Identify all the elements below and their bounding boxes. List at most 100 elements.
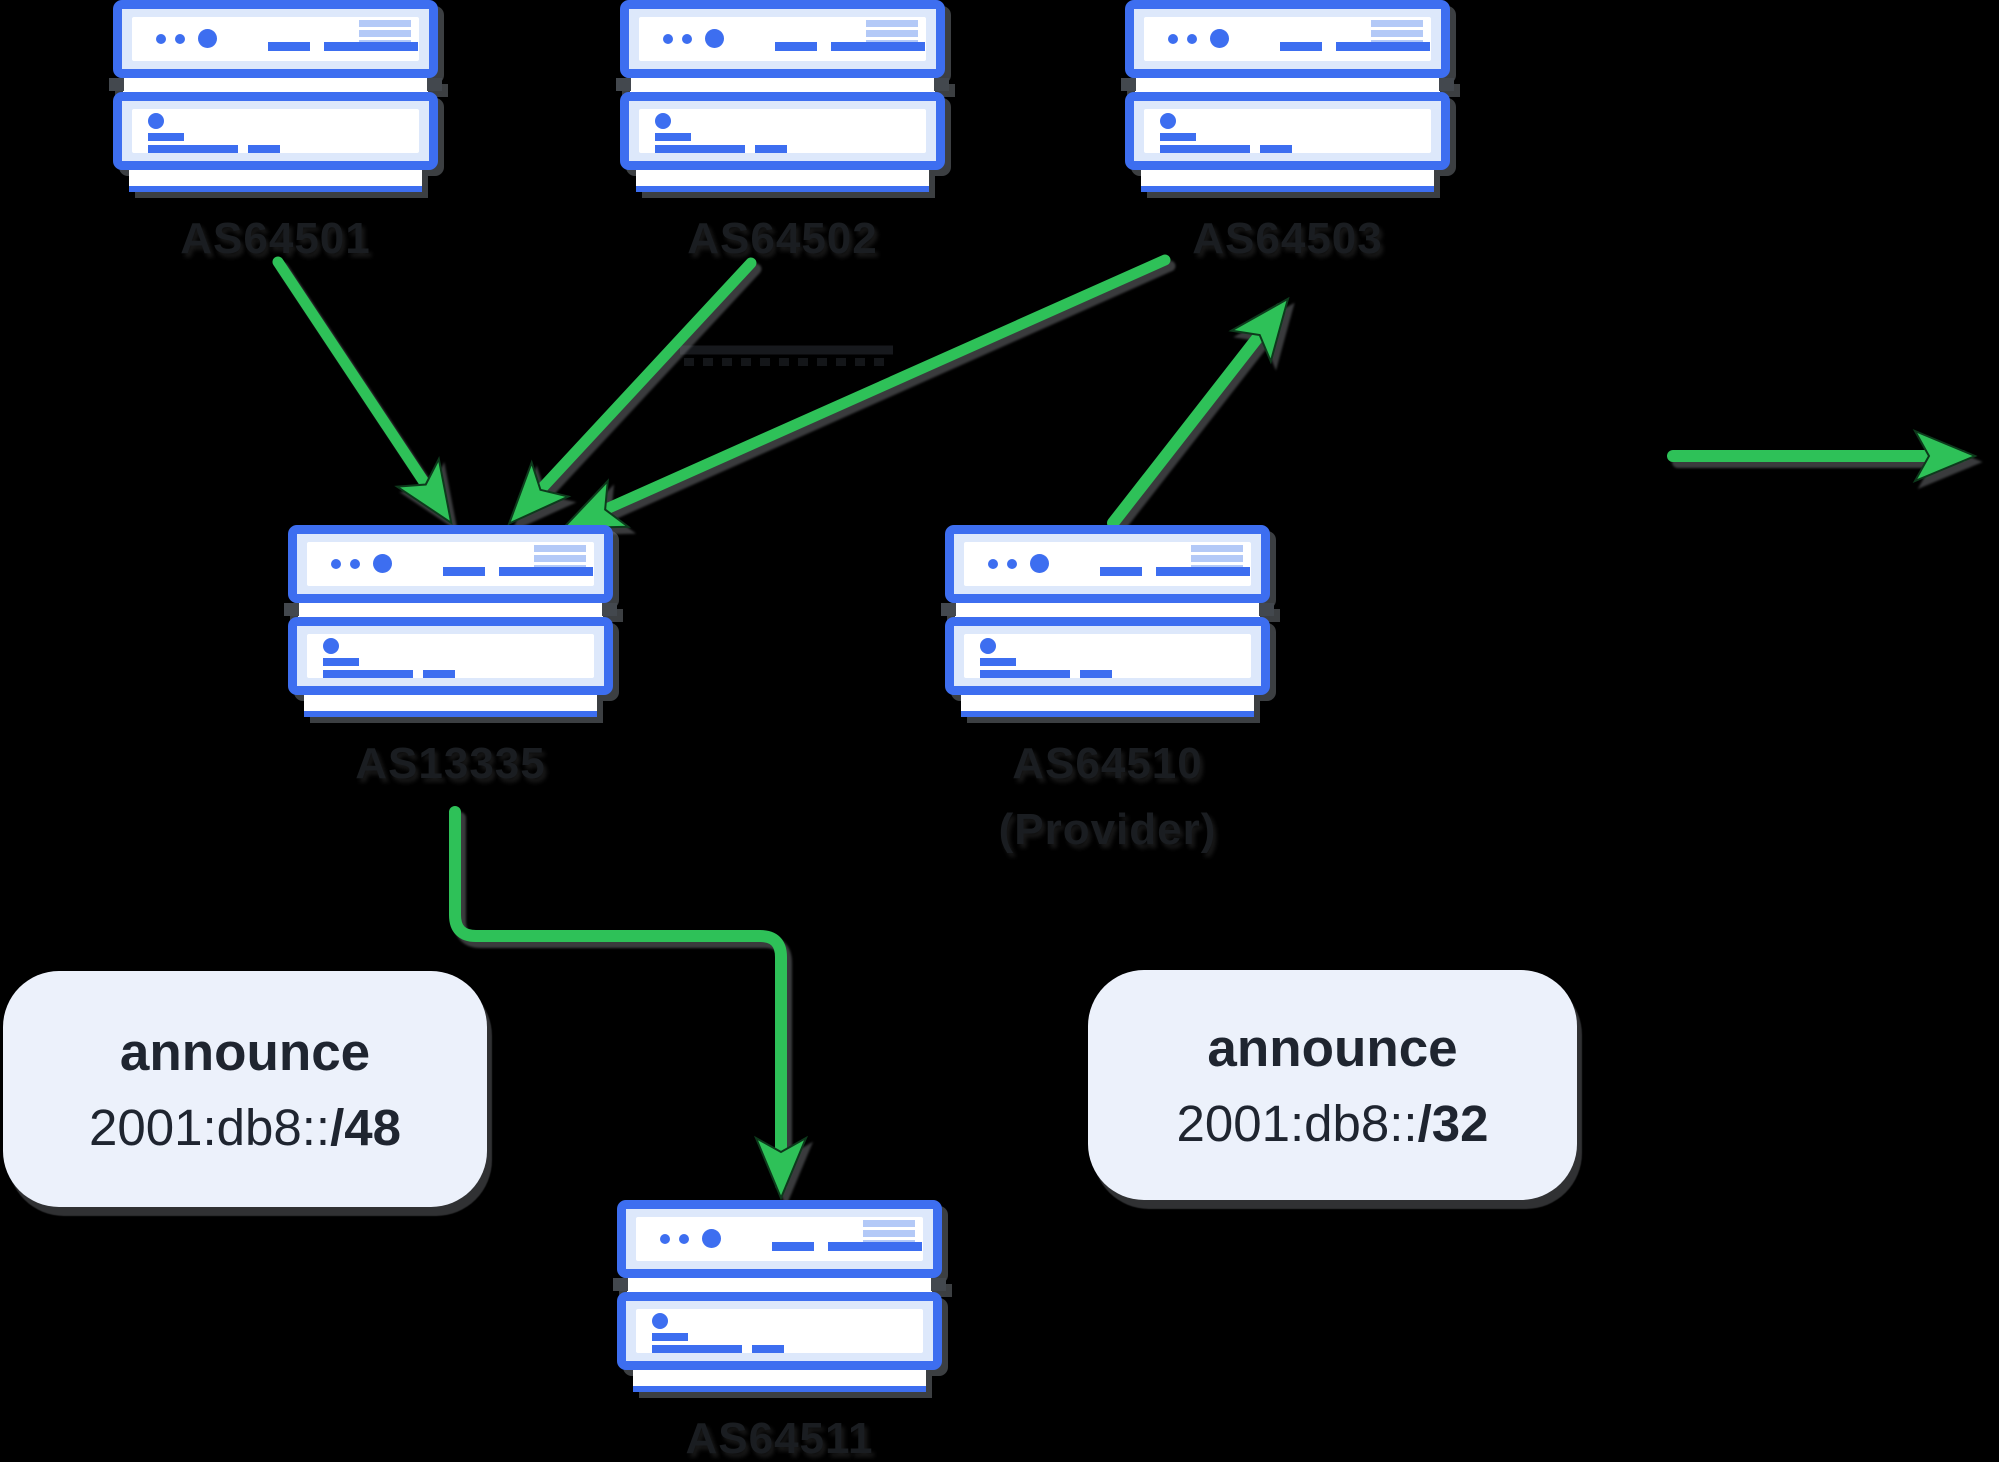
led-dot	[702, 1229, 721, 1248]
detail-bar	[752, 1345, 784, 1353]
router-faceplate	[132, 109, 419, 153]
router-icon	[941, 525, 1274, 717]
detail-bar	[1080, 670, 1112, 678]
router-bottom-unit	[945, 617, 1270, 695]
detail-bar	[324, 42, 418, 51]
node-as13335: AS13335	[284, 525, 617, 789]
detail-bar	[248, 145, 280, 153]
detail-bar	[772, 1242, 814, 1251]
router-bottom-unit	[113, 92, 438, 170]
arrow-as64501-to-as13335	[272, 256, 453, 525]
detail-bar	[443, 567, 485, 576]
led-dot	[331, 559, 341, 569]
led-dot	[373, 554, 392, 573]
router-top-unit	[288, 525, 613, 603]
vent-bar	[1191, 555, 1243, 562]
rack-base	[636, 170, 929, 192]
rack-base	[633, 1370, 926, 1392]
led-dot	[175, 34, 185, 44]
detail-bar	[1160, 133, 1196, 141]
detail-bar	[1160, 145, 1250, 153]
as-label: AS64510	[1012, 739, 1203, 788]
vent-bar	[1191, 545, 1243, 552]
router-faceplate	[1144, 109, 1431, 153]
node-as64502: AS64502	[616, 0, 949, 264]
router-top-unit	[620, 0, 945, 78]
led-dot	[1030, 554, 1049, 573]
detail-bar	[655, 145, 745, 153]
announce-title: announce	[119, 1022, 371, 1082]
router-icon	[1121, 0, 1454, 192]
detail-bar	[1336, 42, 1430, 51]
router-top-unit	[945, 525, 1270, 603]
router-faceplate	[132, 17, 419, 61]
led-dot	[652, 1313, 668, 1329]
rack-gap	[284, 603, 617, 617]
router-bottom-unit	[1125, 92, 1450, 170]
led-dot	[198, 29, 217, 48]
router-bottom-unit	[288, 617, 613, 695]
vent-bar	[359, 30, 411, 37]
led-dot	[655, 113, 671, 129]
detail-bar	[1100, 567, 1142, 576]
as-label: AS64501	[180, 214, 371, 263]
router-top-unit	[1125, 0, 1450, 78]
router-icon	[613, 1200, 946, 1392]
rack-gap	[616, 78, 949, 92]
detail-bar	[323, 658, 359, 666]
announce-48-callout: announce 2001:db8::/48	[3, 971, 487, 1207]
as-label: AS64511	[685, 1414, 874, 1462]
node-as64511: AS64511	[613, 1200, 946, 1462]
router-faceplate	[639, 109, 926, 153]
detail-bar	[1260, 145, 1292, 153]
vent-bar	[866, 30, 918, 37]
node-as64501: AS64501	[109, 0, 442, 264]
vent-bar	[866, 20, 918, 27]
led-dot	[660, 1234, 670, 1244]
led-dot	[148, 113, 164, 129]
led-dot	[350, 559, 360, 569]
router-top-unit	[113, 0, 438, 78]
announce-prefix: 2001:db8::/48	[89, 1098, 401, 1157]
led-dot	[1210, 29, 1229, 48]
detail-bar	[828, 1242, 922, 1251]
rack-base	[129, 170, 422, 192]
router-top-unit	[617, 1200, 942, 1278]
detail-bar	[268, 42, 310, 51]
led-dot	[1007, 559, 1017, 569]
router-icon	[284, 525, 617, 717]
detail-bar	[831, 42, 925, 51]
led-dot	[1160, 113, 1176, 129]
detail-bar	[980, 658, 1016, 666]
prefix-text: 2001:db8::	[1176, 1094, 1418, 1152]
router-faceplate	[307, 542, 594, 586]
led-dot	[1187, 34, 1197, 44]
dark-dashed-link	[680, 345, 893, 366]
as-label: AS64502	[687, 214, 878, 263]
prefix-text: 2001:db8::	[89, 1098, 331, 1156]
led-dot	[679, 1234, 689, 1244]
announce-title: announce	[1207, 1018, 1458, 1078]
arrow-as64503-to-as13335	[560, 254, 1171, 530]
as-sublabel: (Provider)	[998, 805, 1217, 854]
detail-bar	[323, 670, 413, 678]
router-faceplate	[964, 542, 1251, 586]
detail-bar	[652, 1345, 742, 1353]
detail-bar	[148, 133, 184, 141]
rack-gap	[1121, 78, 1454, 92]
led-dot	[705, 29, 724, 48]
rack-base	[961, 695, 1254, 717]
detail-bar	[1280, 42, 1322, 51]
led-dot	[1168, 34, 1178, 44]
rack-gap	[613, 1278, 946, 1292]
detail-bar	[499, 567, 593, 576]
detail-bar	[423, 670, 455, 678]
router-faceplate	[636, 1309, 923, 1353]
led-dot	[988, 559, 998, 569]
announce-32-callout: announce 2001:db8::/32	[1088, 970, 1577, 1200]
rack-base	[304, 695, 597, 717]
router-icon	[616, 0, 949, 192]
detail-bar	[148, 145, 238, 153]
as-label: AS13335	[355, 739, 546, 788]
